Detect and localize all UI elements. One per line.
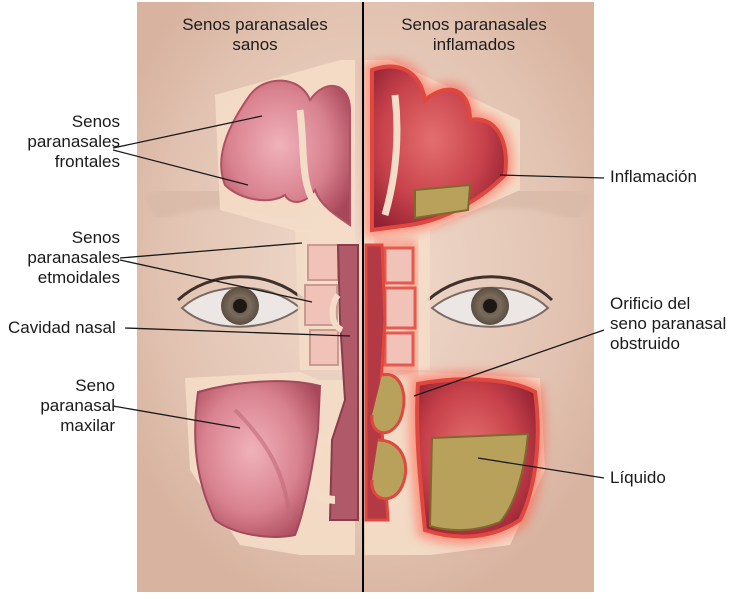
right-panel-title: Senos paranasales inflamados bbox=[374, 15, 574, 55]
label-frontal-line-3: frontales bbox=[5, 152, 120, 172]
label-maxillary-sinus: Seno paranasal maxilar bbox=[5, 376, 115, 436]
label-maxillary-line-1: Seno bbox=[5, 376, 115, 396]
right-panel-title-line-1: Senos paranasales bbox=[374, 15, 574, 35]
label-ethmoid-sinuses: Senos paranasales etmoidales bbox=[5, 228, 120, 288]
label-maxillary-line-2: paranasal bbox=[5, 396, 115, 416]
label-ethmoid-line-1: Senos bbox=[5, 228, 120, 248]
label-blocked-line-1: Orificio del bbox=[610, 294, 730, 314]
left-panel-title-line-2: sanos bbox=[160, 35, 350, 55]
label-blocked-opening: Orificio del seno paranasal obstruido bbox=[610, 294, 730, 354]
label-inflammation: Inflamación bbox=[610, 167, 725, 187]
left-panel-title-line-1: Senos paranasales bbox=[160, 15, 350, 35]
label-frontal-sinuses: Senos paranasales frontales bbox=[5, 112, 120, 172]
label-frontal-line-1: Senos bbox=[5, 112, 120, 132]
label-blocked-line-2: seno paranasal bbox=[610, 314, 730, 334]
label-blocked-line-3: obstruido bbox=[610, 334, 730, 354]
label-frontal-line-2: paranasales bbox=[5, 132, 120, 152]
label-maxillary-line-3: maxilar bbox=[5, 416, 115, 436]
label-fluid: Líquido bbox=[610, 468, 720, 488]
label-ethmoid-line-2: paranasales bbox=[5, 248, 120, 268]
left-panel-title: Senos paranasales sanos bbox=[160, 15, 350, 55]
label-nasal-cavity: Cavidad nasal bbox=[8, 318, 128, 338]
maxillary-sinus-healthy bbox=[195, 381, 320, 537]
right-panel-title-line-2: inflamados bbox=[374, 35, 574, 55]
maxillary-sinus-inflamed bbox=[417, 379, 538, 536]
label-ethmoid-line-3: etmoidales bbox=[5, 268, 120, 288]
